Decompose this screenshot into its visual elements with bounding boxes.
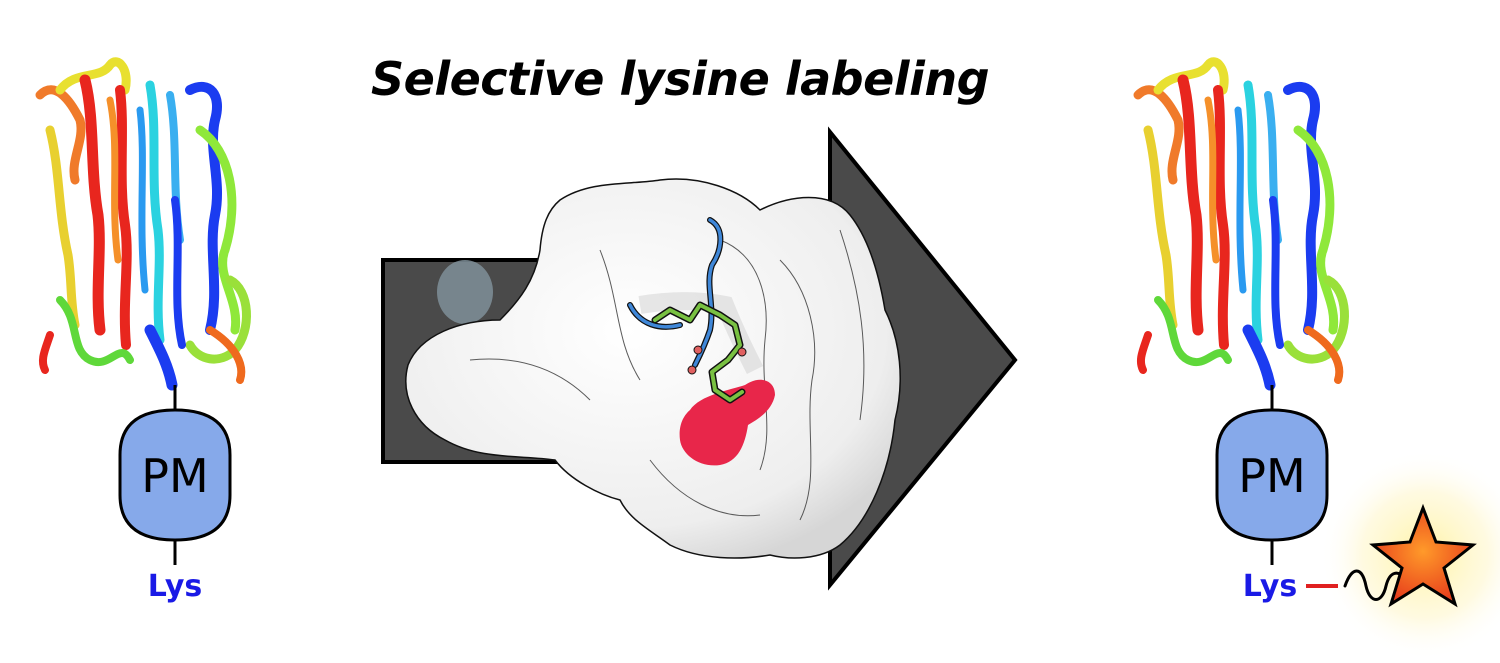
arrow-shadow-spot xyxy=(437,260,493,324)
right-helix-bundle-icon xyxy=(1133,57,1349,391)
right-construct: PM Lys xyxy=(1133,57,1500,660)
left-pm-label: PM xyxy=(141,449,208,503)
left-lys-label: Lys xyxy=(148,569,203,604)
left-construct: PM Lys xyxy=(35,57,251,604)
fluorophore-star-icon xyxy=(1369,503,1477,608)
right-pm-label: PM xyxy=(1238,449,1305,503)
enzyme-surface xyxy=(405,178,901,559)
enzyme-surface-icon xyxy=(405,178,901,559)
peptide-substrate-icon xyxy=(627,217,747,404)
reactive-lysine-site xyxy=(679,379,775,466)
left-pm-module xyxy=(118,408,232,542)
right-lys-label: Lys xyxy=(1243,569,1298,604)
right-pm-module xyxy=(1215,408,1329,542)
left-helix-bundle-icon xyxy=(35,57,251,391)
diagram-title: Selective lysine labeling xyxy=(370,52,990,106)
enzyme-contours xyxy=(469,229,865,521)
flexible-tether xyxy=(1343,569,1406,601)
